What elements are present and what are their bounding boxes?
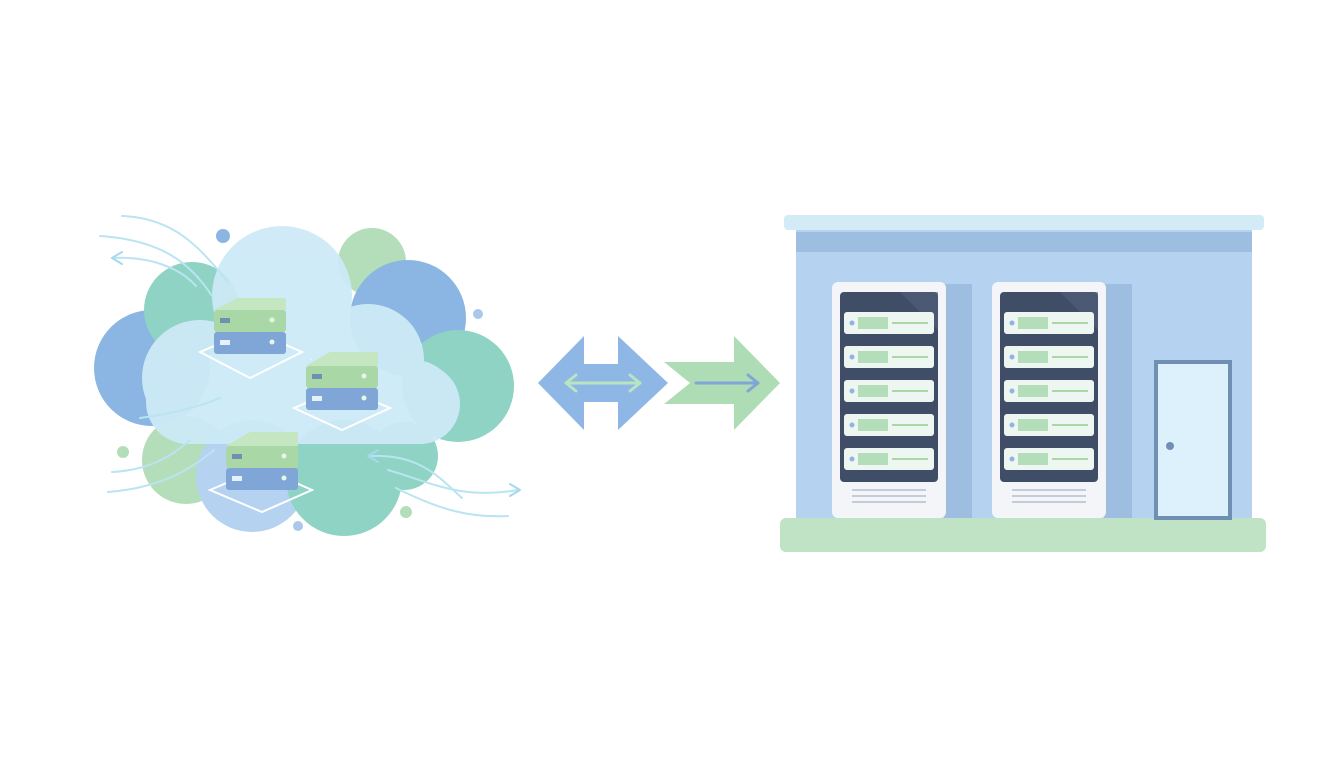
rack-unit — [844, 414, 934, 436]
server-rack — [992, 282, 1132, 518]
rack-unit — [844, 380, 934, 402]
cloud-server — [197, 298, 305, 380]
server-rack — [832, 282, 972, 518]
rack-unit — [844, 346, 934, 368]
door-knob — [1166, 442, 1174, 450]
rack-vent — [1012, 489, 1086, 503]
cloud-server — [291, 352, 393, 432]
flow-lines — [99, 215, 519, 518]
building-icon — [780, 215, 1266, 552]
decor-dot — [473, 309, 483, 319]
flow-arrowheads — [111, 251, 521, 497]
cloud-icon — [94, 215, 521, 536]
decor-dot — [293, 521, 303, 531]
building-base — [780, 518, 1266, 552]
rack-unit — [1004, 346, 1094, 368]
forward-arrow-icon — [664, 336, 780, 430]
cloud-server — [207, 432, 315, 514]
rack-unit — [844, 312, 934, 334]
rack-vent — [852, 489, 926, 503]
bidirectional-arrow-icon — [538, 336, 668, 430]
rack-unit — [1004, 448, 1094, 470]
rack-unit — [1004, 380, 1094, 402]
decor-dot — [216, 229, 230, 243]
building-roof — [784, 215, 1264, 230]
rack-unit — [1004, 312, 1094, 334]
decor-dot — [400, 506, 412, 518]
building-band — [796, 232, 1252, 252]
door-icon — [1154, 360, 1232, 520]
rack-unit — [1004, 414, 1094, 436]
rack-unit — [844, 448, 934, 470]
decor-dot — [117, 446, 129, 458]
